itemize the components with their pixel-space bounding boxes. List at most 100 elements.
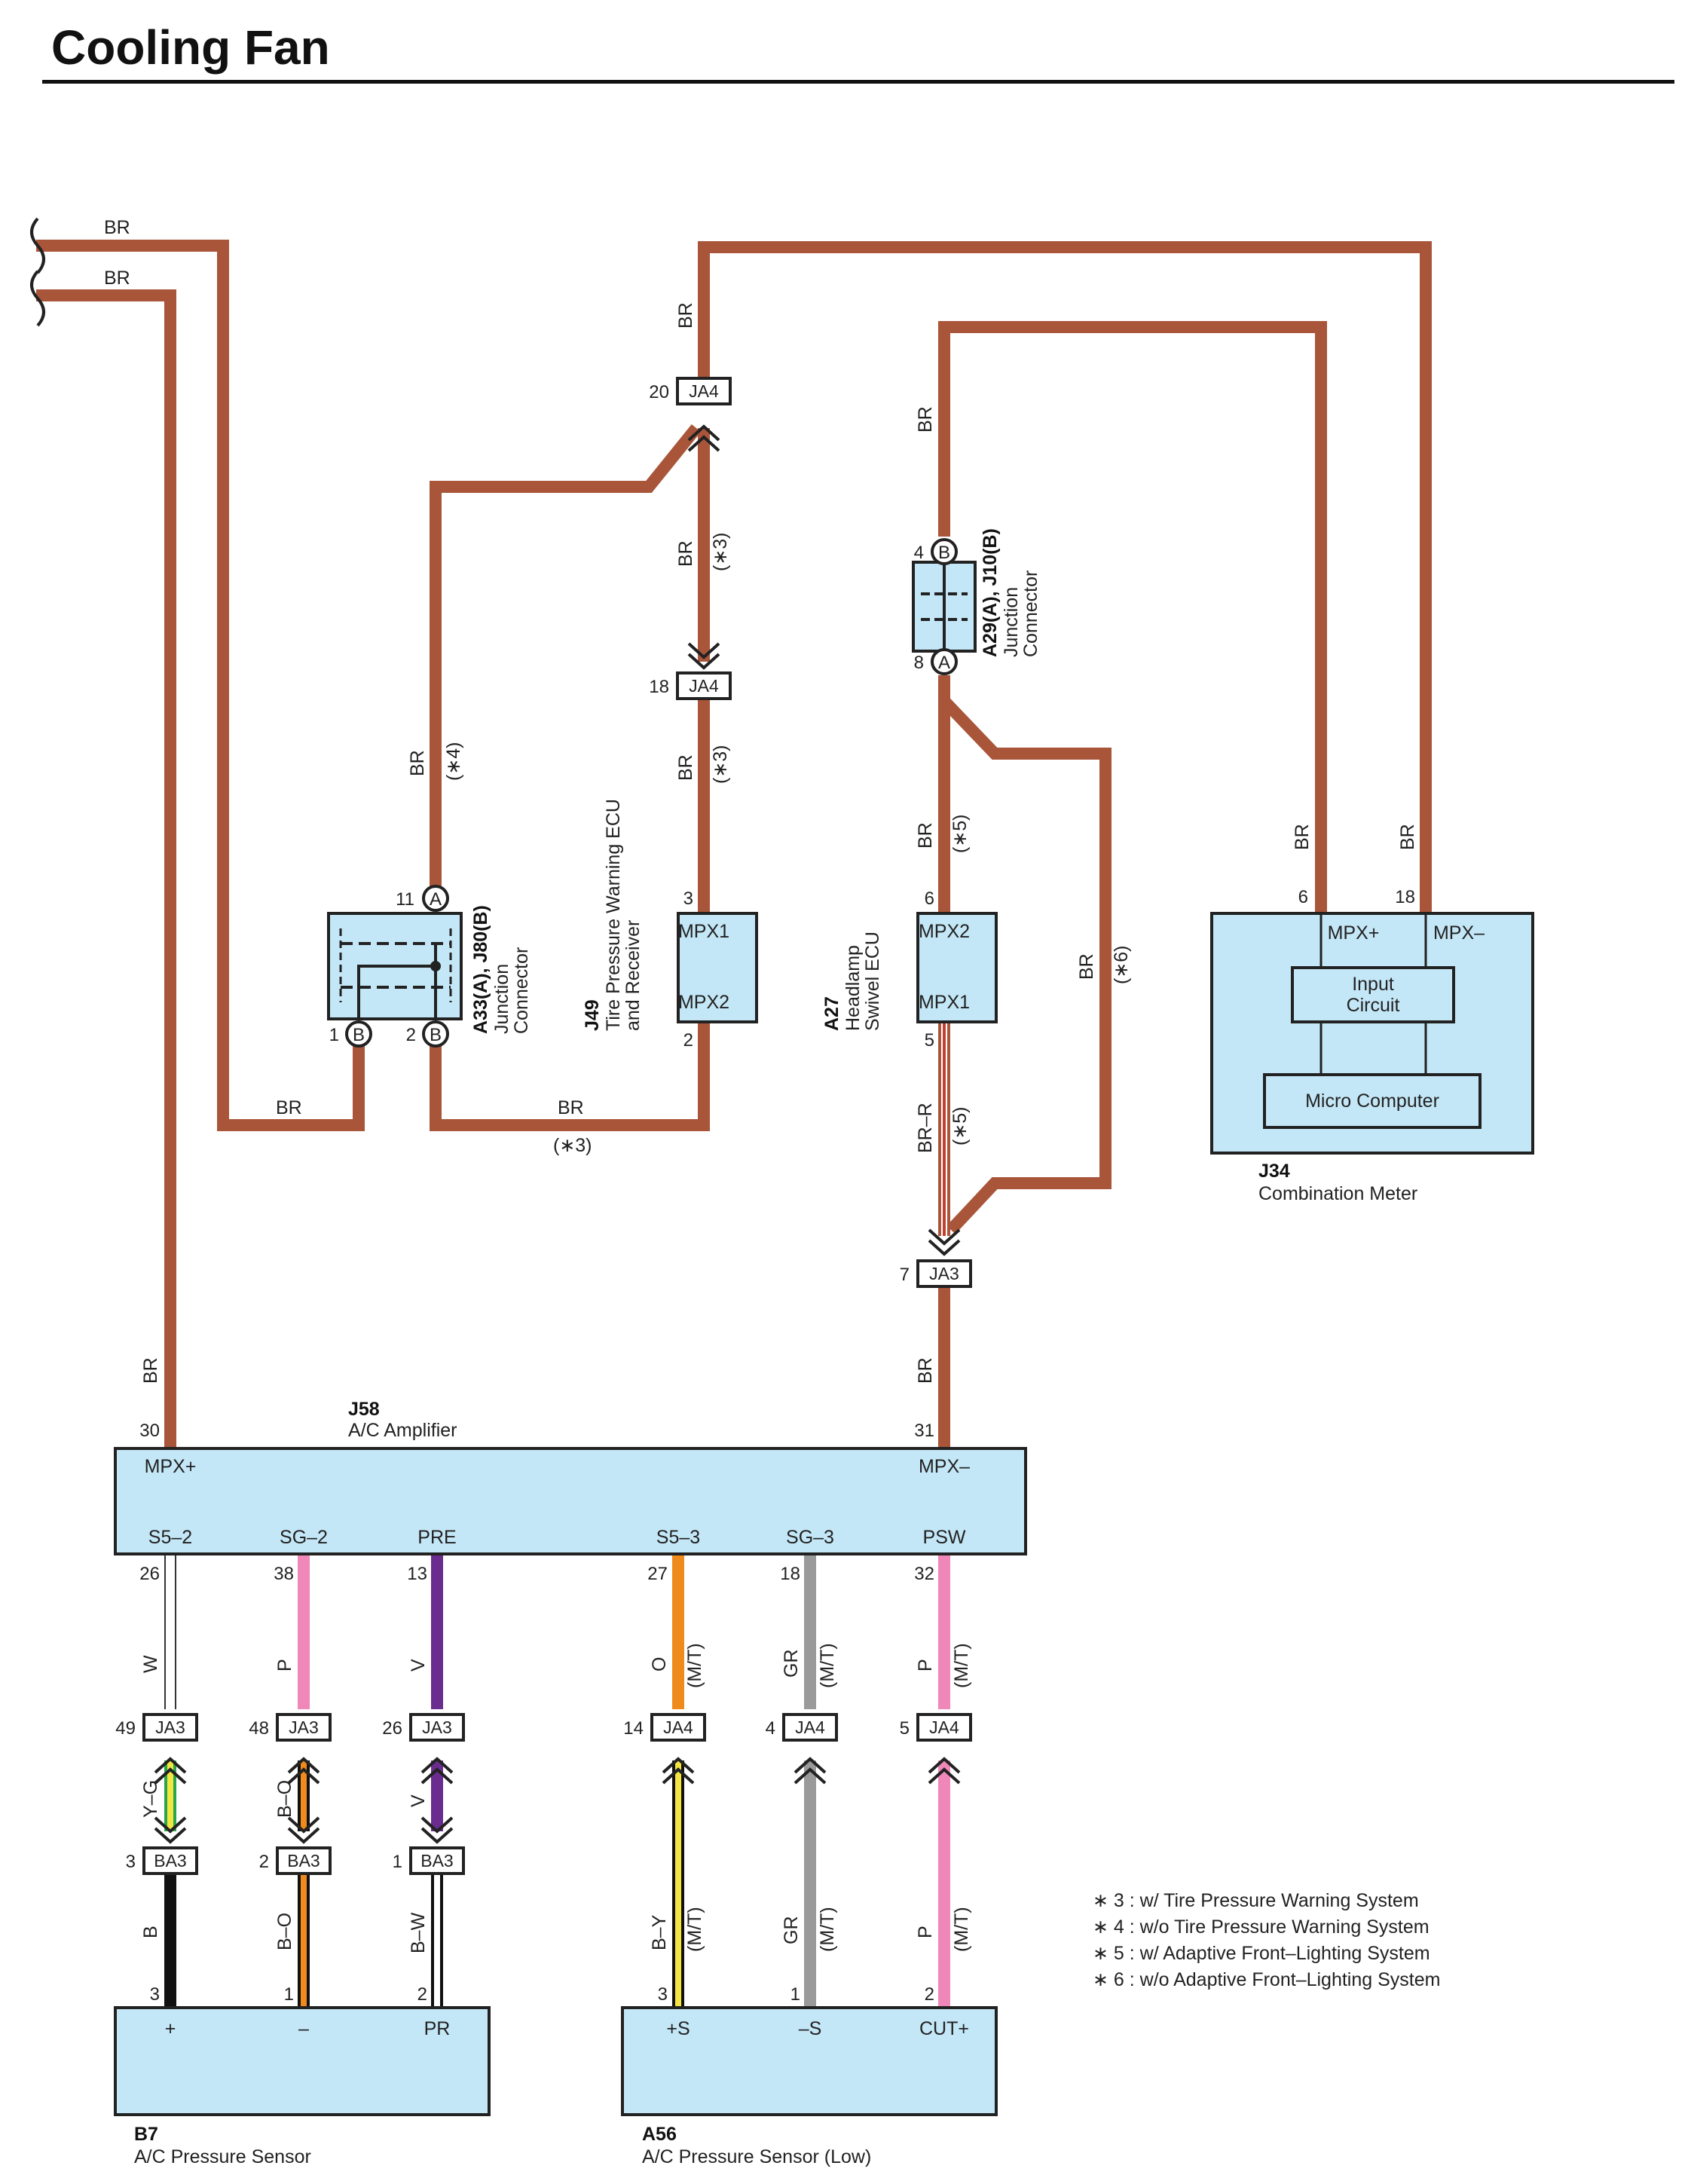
bottom-wires xyxy=(164,1552,950,2006)
svg-text:BR: BR xyxy=(915,822,936,849)
svg-text:J58: J58 xyxy=(348,1399,380,1420)
svg-text:27: 27 xyxy=(647,1564,668,1584)
svg-text:B: B xyxy=(430,1025,442,1045)
svg-text:5: 5 xyxy=(925,1030,934,1051)
svg-text:JA4: JA4 xyxy=(795,1718,825,1737)
br-r-wire xyxy=(938,1021,950,1236)
svg-text:W: W xyxy=(140,1655,161,1673)
svg-text:Micro Computer: Micro Computer xyxy=(1305,1090,1439,1112)
svg-text:V: V xyxy=(408,1794,429,1807)
svg-text:7: 7 xyxy=(900,1265,910,1285)
svg-text:CUT+: CUT+ xyxy=(919,2018,969,2039)
svg-text:JA3: JA3 xyxy=(929,1264,959,1283)
svg-text:1: 1 xyxy=(329,1025,339,1045)
ja4-4-connector: JA4 4 xyxy=(766,1713,838,1742)
svg-text:32: 32 xyxy=(914,1564,934,1584)
footnotes: ∗ 3 : w/ Tire Pressure Warning System ∗ … xyxy=(1093,1890,1440,1990)
svg-text:6: 6 xyxy=(925,889,934,909)
svg-text:GR: GR xyxy=(781,1650,802,1678)
svg-text:26: 26 xyxy=(139,1564,160,1584)
svg-text:B–O: B–O xyxy=(274,1913,295,1950)
svg-text:48: 48 xyxy=(249,1718,269,1739)
svg-text:B7: B7 xyxy=(134,2124,158,2145)
wire-top-1 xyxy=(36,240,365,1131)
top-wire-2-color: BR xyxy=(104,268,130,289)
svg-text:14: 14 xyxy=(623,1718,644,1739)
a33-junction-connector: A 11 B 1 B 2 A33(A), J80(B) Junction Con… xyxy=(327,885,532,1048)
svg-text:MPX+: MPX+ xyxy=(1328,922,1380,944)
svg-text:MPX1: MPX1 xyxy=(678,921,729,942)
svg-text:(∗3): (∗3) xyxy=(710,745,731,784)
note-6: ∗ 6 : w/o Adaptive Front–Lighting System xyxy=(1093,1969,1440,1990)
svg-text:20: 20 xyxy=(649,382,669,402)
svg-text:A/C Pressure Sensor (Low): A/C Pressure Sensor (Low) xyxy=(642,2146,871,2167)
note-4: ∗ 4 : w/o Tire Pressure Warning System xyxy=(1093,1916,1430,1938)
svg-text:(M/T): (M/T) xyxy=(684,1907,705,1952)
svg-text:18: 18 xyxy=(780,1564,800,1584)
svg-text:BR: BR xyxy=(558,1097,584,1118)
svg-text:Input: Input xyxy=(1352,974,1394,995)
svg-text:O: O xyxy=(649,1657,670,1672)
j49-tire-pressure-ecu: MPX1 MPX2 3 2 J49 Tire Pressure Warning … xyxy=(582,799,758,1051)
svg-text:(∗5): (∗5) xyxy=(949,814,971,853)
svg-text:MPX+: MPX+ xyxy=(145,1456,197,1477)
ja4-top-connector: JA4 20 xyxy=(649,377,732,405)
connector-chevrons xyxy=(154,424,961,1844)
svg-text:6: 6 xyxy=(1298,887,1308,907)
svg-text:26: 26 xyxy=(382,1718,402,1739)
note-5: ∗ 5 : w/ Adaptive Front–Lighting System xyxy=(1093,1943,1430,1964)
svg-text:3: 3 xyxy=(150,1984,160,2005)
svg-text:2: 2 xyxy=(683,1030,693,1051)
wire-ja4-j34 xyxy=(698,241,1432,912)
svg-text:Combination Meter: Combination Meter xyxy=(1258,1183,1417,1204)
svg-text:P: P xyxy=(915,1659,936,1672)
svg-text:GR: GR xyxy=(781,1916,802,1945)
svg-text:BR: BR xyxy=(915,1357,936,1384)
svg-text:B: B xyxy=(353,1025,365,1045)
svg-text:(M/T): (M/T) xyxy=(951,1907,972,1952)
svg-text:PRE: PRE xyxy=(417,1527,456,1548)
svg-text:JA4: JA4 xyxy=(929,1718,959,1737)
svg-text:BR: BR xyxy=(675,302,696,329)
svg-text:BA3: BA3 xyxy=(420,1851,453,1870)
break-mark-1 xyxy=(30,217,45,274)
svg-text:Tire Pressure Warning ECU: Tire Pressure Warning ECU xyxy=(603,799,624,1031)
svg-text:JA3: JA3 xyxy=(289,1718,319,1737)
svg-text:V: V xyxy=(408,1659,429,1672)
wire-a33-ja4 xyxy=(430,424,702,894)
svg-text:SG–2: SG–2 xyxy=(280,1527,328,1548)
svg-text:A56: A56 xyxy=(642,2124,677,2145)
svg-text:and Receiver: and Receiver xyxy=(622,920,644,1031)
svg-text:5: 5 xyxy=(900,1718,910,1739)
svg-text:(M/T): (M/T) xyxy=(817,1643,838,1688)
a27-headlamp-swivel-ecu: MPX2 MPX1 6 5 A27 Headlamp Swivel ECU xyxy=(821,889,998,1051)
svg-text:B–W: B–W xyxy=(408,1912,429,1953)
svg-text:+S: +S xyxy=(666,2018,690,2039)
svg-text:P: P xyxy=(915,1926,936,1938)
svg-text:BR: BR xyxy=(140,1357,161,1384)
svg-text:3: 3 xyxy=(683,889,693,909)
svg-text:A/C Pressure Sensor: A/C Pressure Sensor xyxy=(134,2146,311,2167)
wire-top-2 xyxy=(36,289,176,1447)
ja3-mid-connector: JA3 7 xyxy=(900,1259,972,1288)
svg-text:(M/T): (M/T) xyxy=(817,1907,838,1952)
svg-text:1: 1 xyxy=(790,1984,800,2005)
svg-text:A: A xyxy=(430,889,442,910)
svg-text:S5–3: S5–3 xyxy=(656,1527,700,1548)
svg-text:4: 4 xyxy=(914,543,924,563)
wire-a29-j34 xyxy=(938,321,1327,912)
svg-text:B–O: B–O xyxy=(274,1780,295,1818)
svg-text:Circuit: Circuit xyxy=(1347,995,1400,1016)
svg-text:Swivel ECU: Swivel ECU xyxy=(862,931,883,1031)
j58-ac-amplifier: J58 A/C Amplifier 30 31 MPX+ MPX– S5–2 S… xyxy=(114,1399,1027,1584)
svg-text:Junction: Junction xyxy=(491,964,512,1034)
svg-text:(∗5): (∗5) xyxy=(949,1106,971,1146)
j34-combination-meter: MPX+ MPX– 6 18 Input Circuit Micro Compu… xyxy=(1210,887,1534,1204)
svg-text:BR–R: BR–R xyxy=(915,1103,936,1153)
svg-text:BR: BR xyxy=(1076,953,1097,980)
svg-text:3: 3 xyxy=(126,1852,136,1872)
svg-text:BR: BR xyxy=(407,750,428,776)
svg-text:JA3: JA3 xyxy=(155,1718,185,1737)
ba3-3-connector: BA3 3 xyxy=(126,1846,198,1875)
break-mark-2 xyxy=(30,270,45,327)
